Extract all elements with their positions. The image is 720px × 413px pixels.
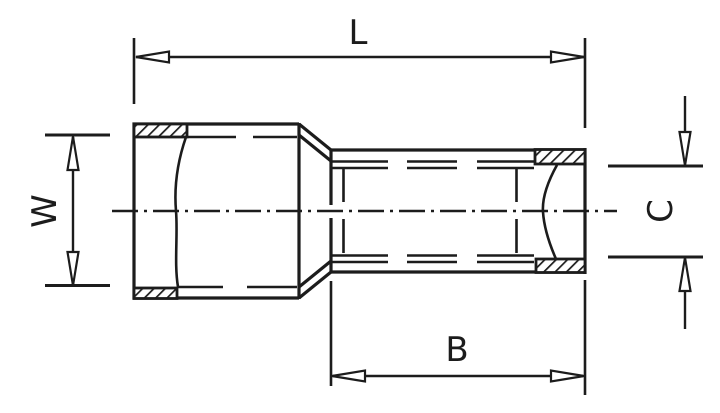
dimension-bore-diameter: C	[608, 96, 703, 329]
barrel-break-line	[541, 164, 559, 260]
taper-outer-bottom	[297, 270, 333, 300]
dimension-label-C: C	[641, 199, 681, 223]
arrowhead-down	[678, 130, 692, 166]
section-hatch-top-left	[132, 122, 189, 139]
insulation-sleeve	[132, 122, 301, 300]
taper-transition	[297, 122, 333, 300]
dimension-overall-length: L	[132, 13, 587, 128]
sleeve-outline	[132, 122, 299, 300]
dimension-label-W: W	[25, 194, 65, 228]
arrowhead-up	[678, 257, 692, 293]
arrowhead-right	[549, 369, 585, 383]
section-hatch-top-right	[533, 148, 587, 166]
arrowhead-right	[549, 50, 585, 64]
taper-inner-bottom	[297, 259, 333, 289]
dimension-label-B: B	[445, 330, 468, 370]
dimension-entry-width: W	[25, 133, 110, 287]
arrowhead-up	[66, 136, 80, 172]
taper-inner-top	[297, 133, 333, 163]
section-hatch-bottom-right	[534, 257, 587, 274]
taper-outer-top	[297, 122, 333, 152]
crimp-barrel	[329, 148, 587, 274]
dimension-barrel-length: B	[329, 280, 587, 395]
arrowhead-left	[135, 50, 171, 64]
arrowhead-left	[331, 369, 367, 383]
dimension-label-L: L	[349, 13, 368, 53]
arrowhead-down	[66, 250, 80, 286]
sleeve-break-line	[174, 136, 188, 288]
section-hatch-bottom-left	[132, 286, 179, 300]
